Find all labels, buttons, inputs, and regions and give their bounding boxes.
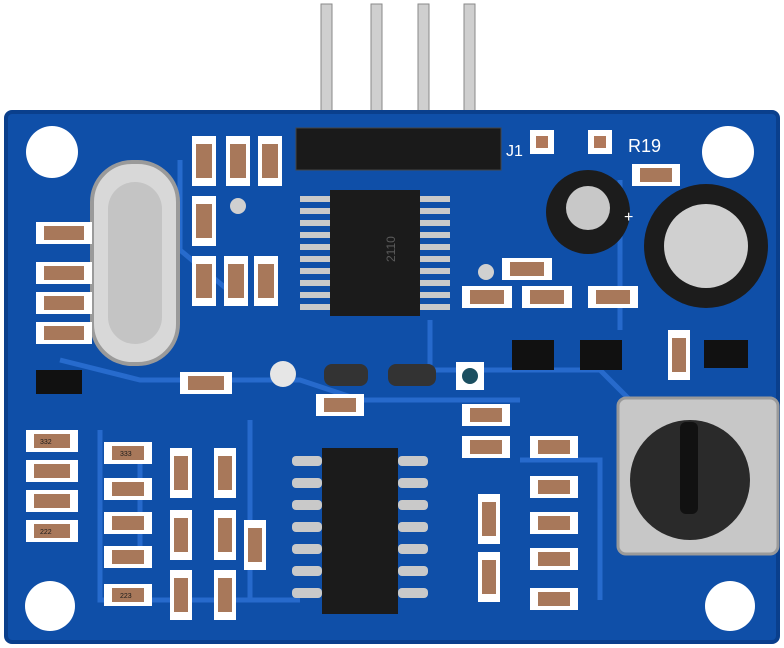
sot23-transistors bbox=[36, 340, 748, 394]
res-223-marking: 223 bbox=[120, 593, 132, 600]
lower-ic-chip bbox=[292, 448, 428, 614]
r19-label: R19 bbox=[628, 136, 661, 156]
upper-ic-chip: 2110 bbox=[300, 190, 450, 316]
pin-header-base bbox=[295, 127, 502, 171]
res-222-marking: 222 bbox=[40, 529, 52, 536]
res-332-marking: 332 bbox=[40, 439, 52, 446]
smd-passive-components bbox=[26, 136, 690, 620]
crystal-oscillator-icon bbox=[90, 160, 180, 366]
smd-diodes bbox=[324, 364, 436, 386]
small-electrolytic-capacitor bbox=[546, 170, 630, 254]
cap-polarity-label: + bbox=[624, 209, 633, 226]
potentiometer-icon bbox=[616, 396, 780, 556]
upper-ic-marking: 2110 bbox=[384, 236, 398, 262]
test-points bbox=[230, 198, 494, 390]
mounting-hole-icon bbox=[25, 126, 755, 631]
header-label: J1 bbox=[506, 143, 523, 160]
res-333-marking: 333 bbox=[120, 451, 132, 458]
r19-pads bbox=[530, 130, 612, 154]
large-electrolytic-capacitor bbox=[644, 184, 768, 308]
pin-header-icon bbox=[320, 3, 476, 135]
